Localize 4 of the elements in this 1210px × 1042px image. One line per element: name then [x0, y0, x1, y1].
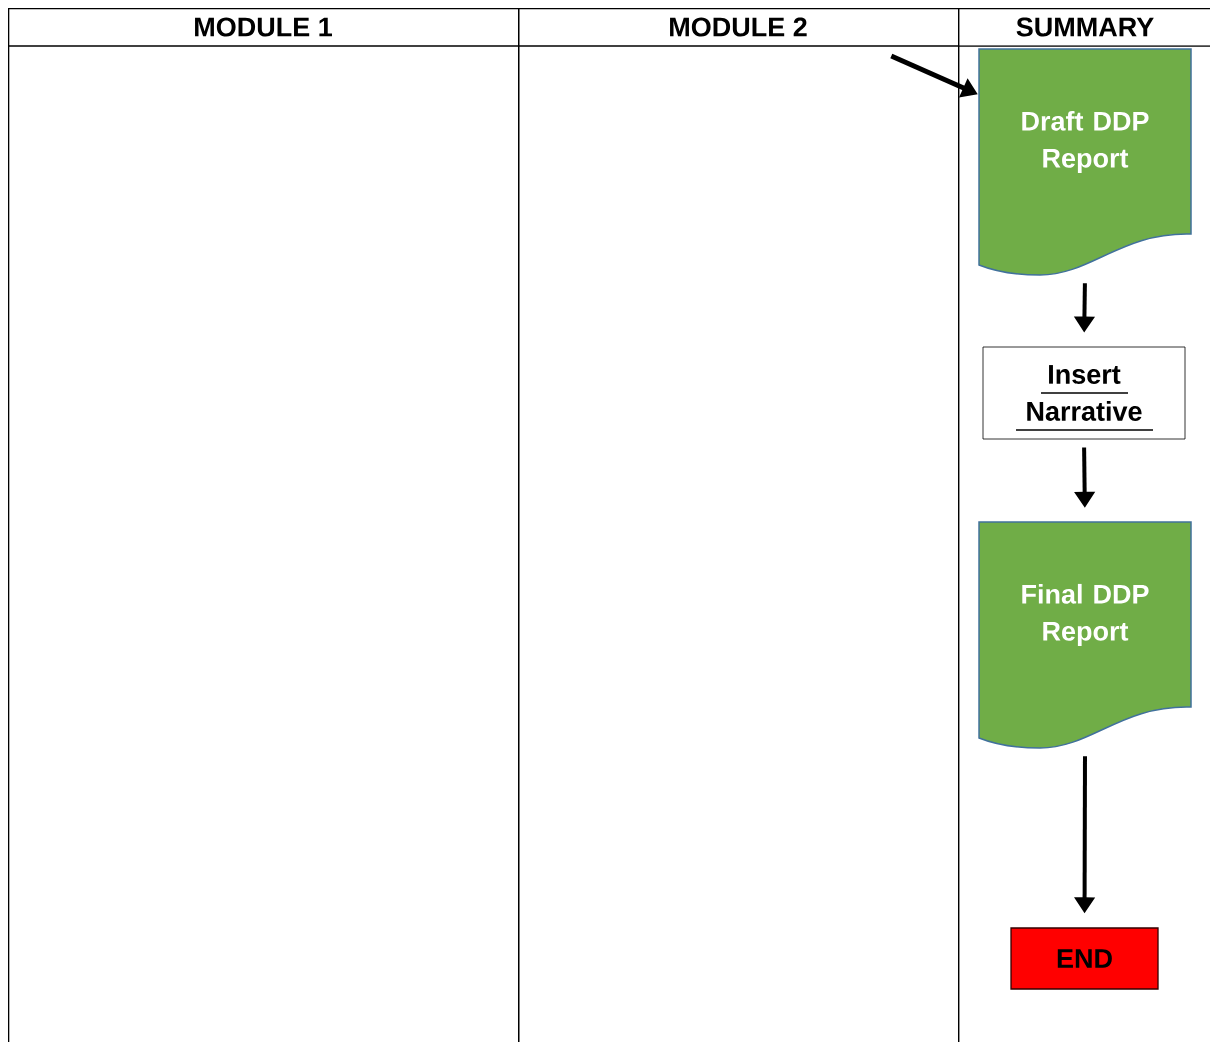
lane: MODULE 2 [517, 8, 960, 1042]
lane: MODULE 1 [7, 8, 520, 1042]
process-box: Insert Narrative [982, 346, 1186, 440]
end-box: END [1010, 927, 1159, 990]
